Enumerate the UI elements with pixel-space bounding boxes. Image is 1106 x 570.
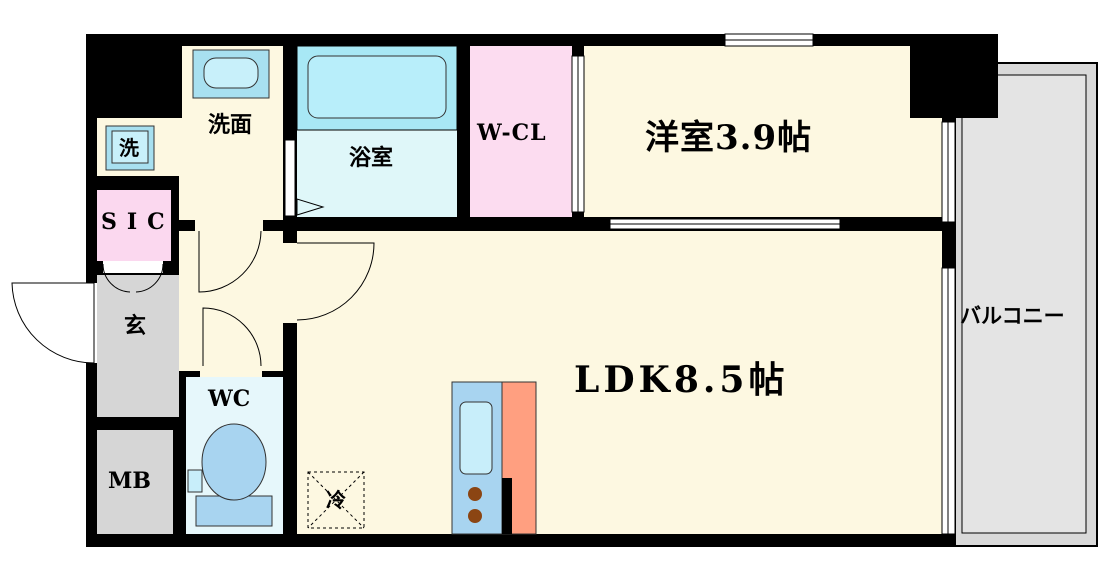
front-door-opening: [86, 283, 97, 363]
washroom-floor-2: [179, 176, 283, 220]
ldk-door-opening: [283, 243, 297, 323]
sic-label: SIC: [101, 209, 175, 235]
washbasin-bowl: [203, 57, 259, 89]
toilet-tank: [195, 495, 273, 527]
wc-label: WC: [208, 386, 251, 412]
hall-door: [198, 230, 262, 293]
hall-floor: [179, 231, 283, 371]
mb-label: MB: [108, 468, 151, 494]
sic-floor: [97, 190, 171, 261]
bathroom-label: 浴室: [349, 145, 394, 171]
western-room-floor: [584, 46, 942, 217]
wc-door: [202, 307, 262, 367]
fridge-cross: [307, 471, 365, 529]
ldk-floor: [297, 231, 942, 534]
entrance-floor: [97, 275, 179, 417]
pillar: [86, 34, 182, 118]
bath-door: [296, 198, 325, 216]
balcony-label: バルコニー: [960, 303, 1065, 328]
ldk-label: LDK8.5帖: [574, 359, 789, 401]
kitchen-sink: [459, 401, 493, 475]
entrance-label: 玄: [124, 313, 147, 339]
pillar: [910, 34, 998, 118]
western-room-label: 洋室3.9帖: [645, 118, 813, 158]
washer-label: 洗: [119, 136, 139, 160]
hall-door-opening: [195, 219, 263, 231]
ldk-door: [296, 242, 375, 321]
fridge-cross: [307, 471, 365, 529]
sic-door-opening: [103, 261, 163, 273]
fridge-label: 冷: [326, 488, 346, 512]
bath-door-opening: [284, 139, 296, 217]
wc-door-opening: [200, 365, 262, 377]
fridge-space: [307, 471, 365, 529]
toilet-bowl: [201, 423, 267, 501]
front-door: [11, 282, 95, 364]
stove-burner: [468, 509, 482, 523]
balcony-inner: [961, 74, 1087, 534]
mb-floor: [97, 430, 173, 534]
bathtub: [307, 55, 447, 119]
wcl-floor: [470, 46, 572, 217]
washer-inner: [111, 130, 149, 164]
wcl-label: W-CL: [477, 120, 547, 146]
kitchen-wall: [502, 478, 512, 534]
toilet-paper: [187, 469, 203, 493]
stove-burner: [468, 487, 482, 501]
sic-door: [102, 263, 164, 293]
washroom-label: 洗面: [208, 112, 253, 138]
